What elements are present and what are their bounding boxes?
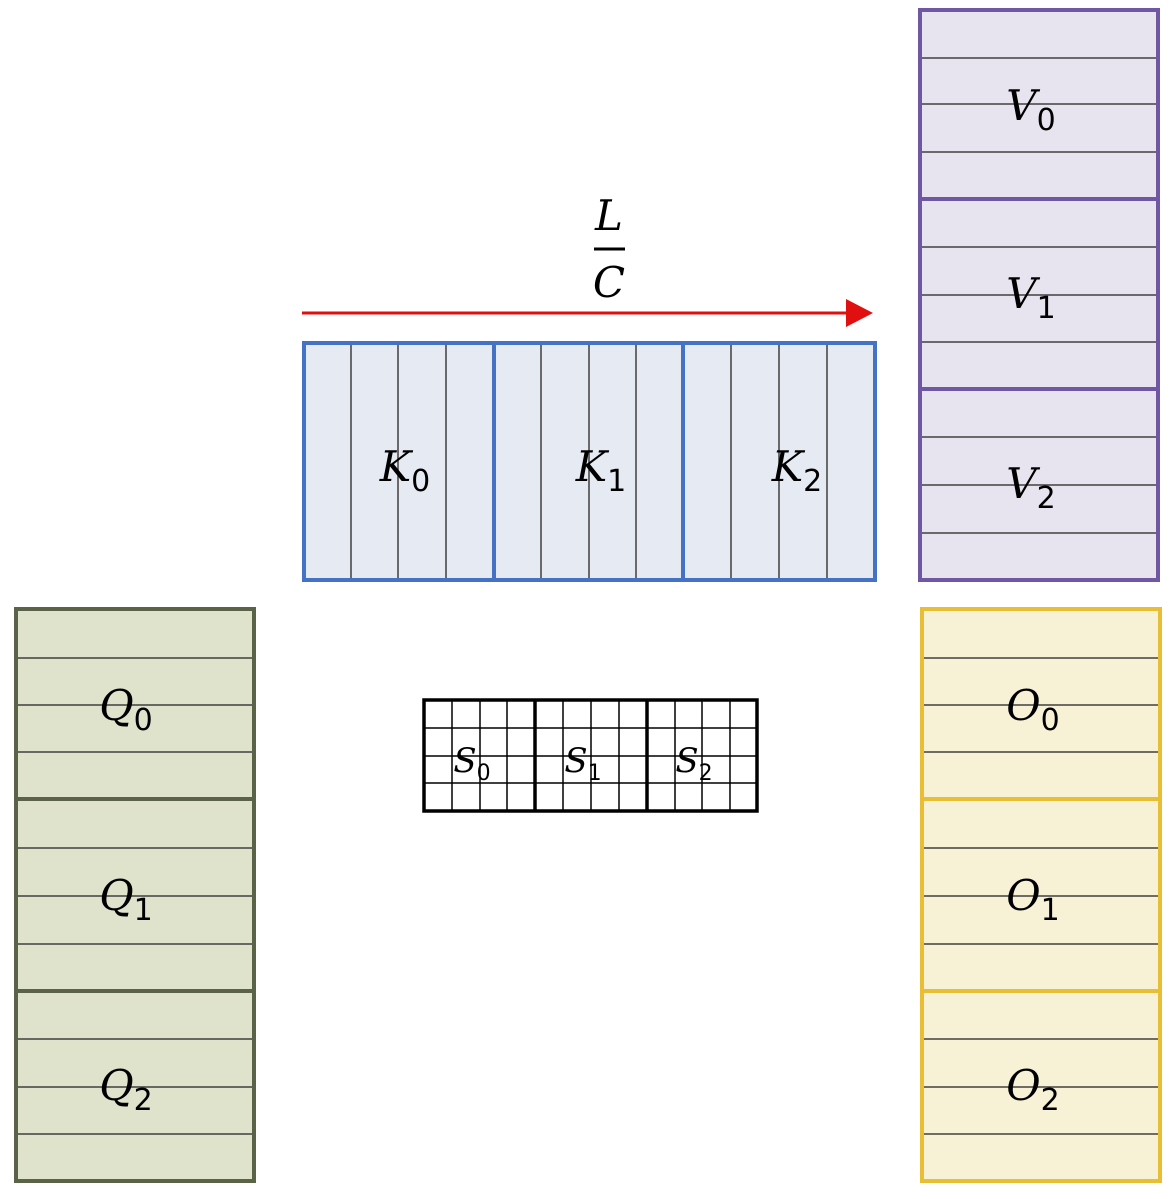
value-block-0: V0 xyxy=(920,10,1158,199)
query-letter: Q xyxy=(99,681,133,730)
key-outer-frame xyxy=(302,341,877,582)
key-label-0: K0 xyxy=(379,442,430,499)
query-index: 0 xyxy=(134,703,153,738)
query-label-1: Q1 xyxy=(99,871,153,928)
output-block-2: O2 xyxy=(922,991,1160,1181)
score-letter: S xyxy=(675,741,698,781)
key-block-1: K1 xyxy=(494,343,683,580)
value-label-1: V1 xyxy=(1006,269,1055,326)
key-letter: K xyxy=(771,442,806,491)
key-label-2: K2 xyxy=(771,442,822,499)
query-index: 1 xyxy=(134,893,153,928)
output-letter: O xyxy=(1006,681,1040,730)
score-index: 0 xyxy=(477,761,491,786)
key-letter: K xyxy=(575,442,610,491)
output-block-frame xyxy=(922,609,1160,799)
score-label-1: S1 xyxy=(564,741,601,786)
output-block-0: O0 xyxy=(922,609,1160,799)
sequence-arrow xyxy=(302,299,873,327)
value-letter: V xyxy=(1006,81,1040,130)
query-index: 2 xyxy=(134,1083,153,1118)
key-block-2: K2 xyxy=(683,343,875,580)
score-label-2: S2 xyxy=(675,741,712,786)
score-letter: S xyxy=(453,741,476,781)
value-index: 0 xyxy=(1037,103,1056,138)
key-index: 1 xyxy=(607,464,626,499)
output-label-1: O1 xyxy=(1006,871,1060,928)
output-block-1: O1 xyxy=(922,799,1160,991)
output-index: 0 xyxy=(1041,703,1060,738)
value-outer-frame xyxy=(918,8,1160,582)
value-block-2: V2 xyxy=(920,389,1158,580)
key-letter: K xyxy=(379,442,414,491)
output-block-frame xyxy=(922,991,1160,1181)
score-outer-frame xyxy=(422,698,759,813)
query-block-frame xyxy=(16,799,254,991)
key-block-frame xyxy=(304,343,494,580)
query-block-frame xyxy=(16,609,254,799)
value-index: 2 xyxy=(1037,481,1056,516)
value-blocks: V0 V1 V2 xyxy=(918,8,1160,582)
value-index: 1 xyxy=(1037,291,1056,326)
query-label-0: Q0 xyxy=(99,681,153,738)
value-label-2: V2 xyxy=(1006,459,1055,516)
query-block-2: Q2 xyxy=(16,991,254,1181)
score-block-1: S1 xyxy=(535,700,647,811)
arrowhead-icon xyxy=(846,299,873,327)
key-blocks: K0 K1 K2 xyxy=(302,341,877,582)
score-block-2: S2 xyxy=(647,700,757,811)
query-block-0: Q0 xyxy=(16,609,254,799)
query-block-1: Q1 xyxy=(16,799,254,991)
score-letter: S xyxy=(564,741,587,781)
key-index: 0 xyxy=(411,464,430,499)
query-label-2: Q2 xyxy=(99,1061,153,1118)
query-blocks: Q0 Q1 Q2 xyxy=(14,607,256,1183)
score-index: 2 xyxy=(699,761,713,786)
query-letter: Q xyxy=(99,1061,133,1110)
key-block-0: K0 xyxy=(304,343,494,580)
value-block-1: V1 xyxy=(920,199,1158,389)
value-letter: V xyxy=(1006,269,1040,318)
value-block-frame xyxy=(920,199,1158,389)
output-label-2: O2 xyxy=(1006,1061,1060,1118)
query-outer-frame xyxy=(14,607,256,1183)
fraction-numerator: L xyxy=(594,191,623,240)
value-letter: V xyxy=(1006,459,1040,508)
score-blocks: S0 S1 S2 xyxy=(422,698,759,813)
query-block-frame xyxy=(16,991,254,1181)
output-block-frame xyxy=(922,799,1160,991)
output-letter: O xyxy=(1006,871,1040,920)
output-index: 1 xyxy=(1041,893,1060,928)
key-index: 2 xyxy=(803,464,822,499)
score-label-0: S0 xyxy=(453,741,490,786)
key-label-1: K1 xyxy=(575,442,626,499)
output-index: 2 xyxy=(1041,1083,1060,1118)
value-label-0: V0 xyxy=(1006,81,1055,138)
arrow-label-fraction: L C xyxy=(593,191,625,307)
output-letter: O xyxy=(1006,1061,1040,1110)
output-label-0: O0 xyxy=(1006,681,1060,738)
fraction-denominator: C xyxy=(593,258,625,307)
output-blocks: O0 O1 O2 xyxy=(920,607,1162,1183)
output-outer-frame xyxy=(920,607,1162,1183)
score-block-0: S0 xyxy=(424,700,535,811)
query-letter: Q xyxy=(99,871,133,920)
score-index: 1 xyxy=(588,761,602,786)
